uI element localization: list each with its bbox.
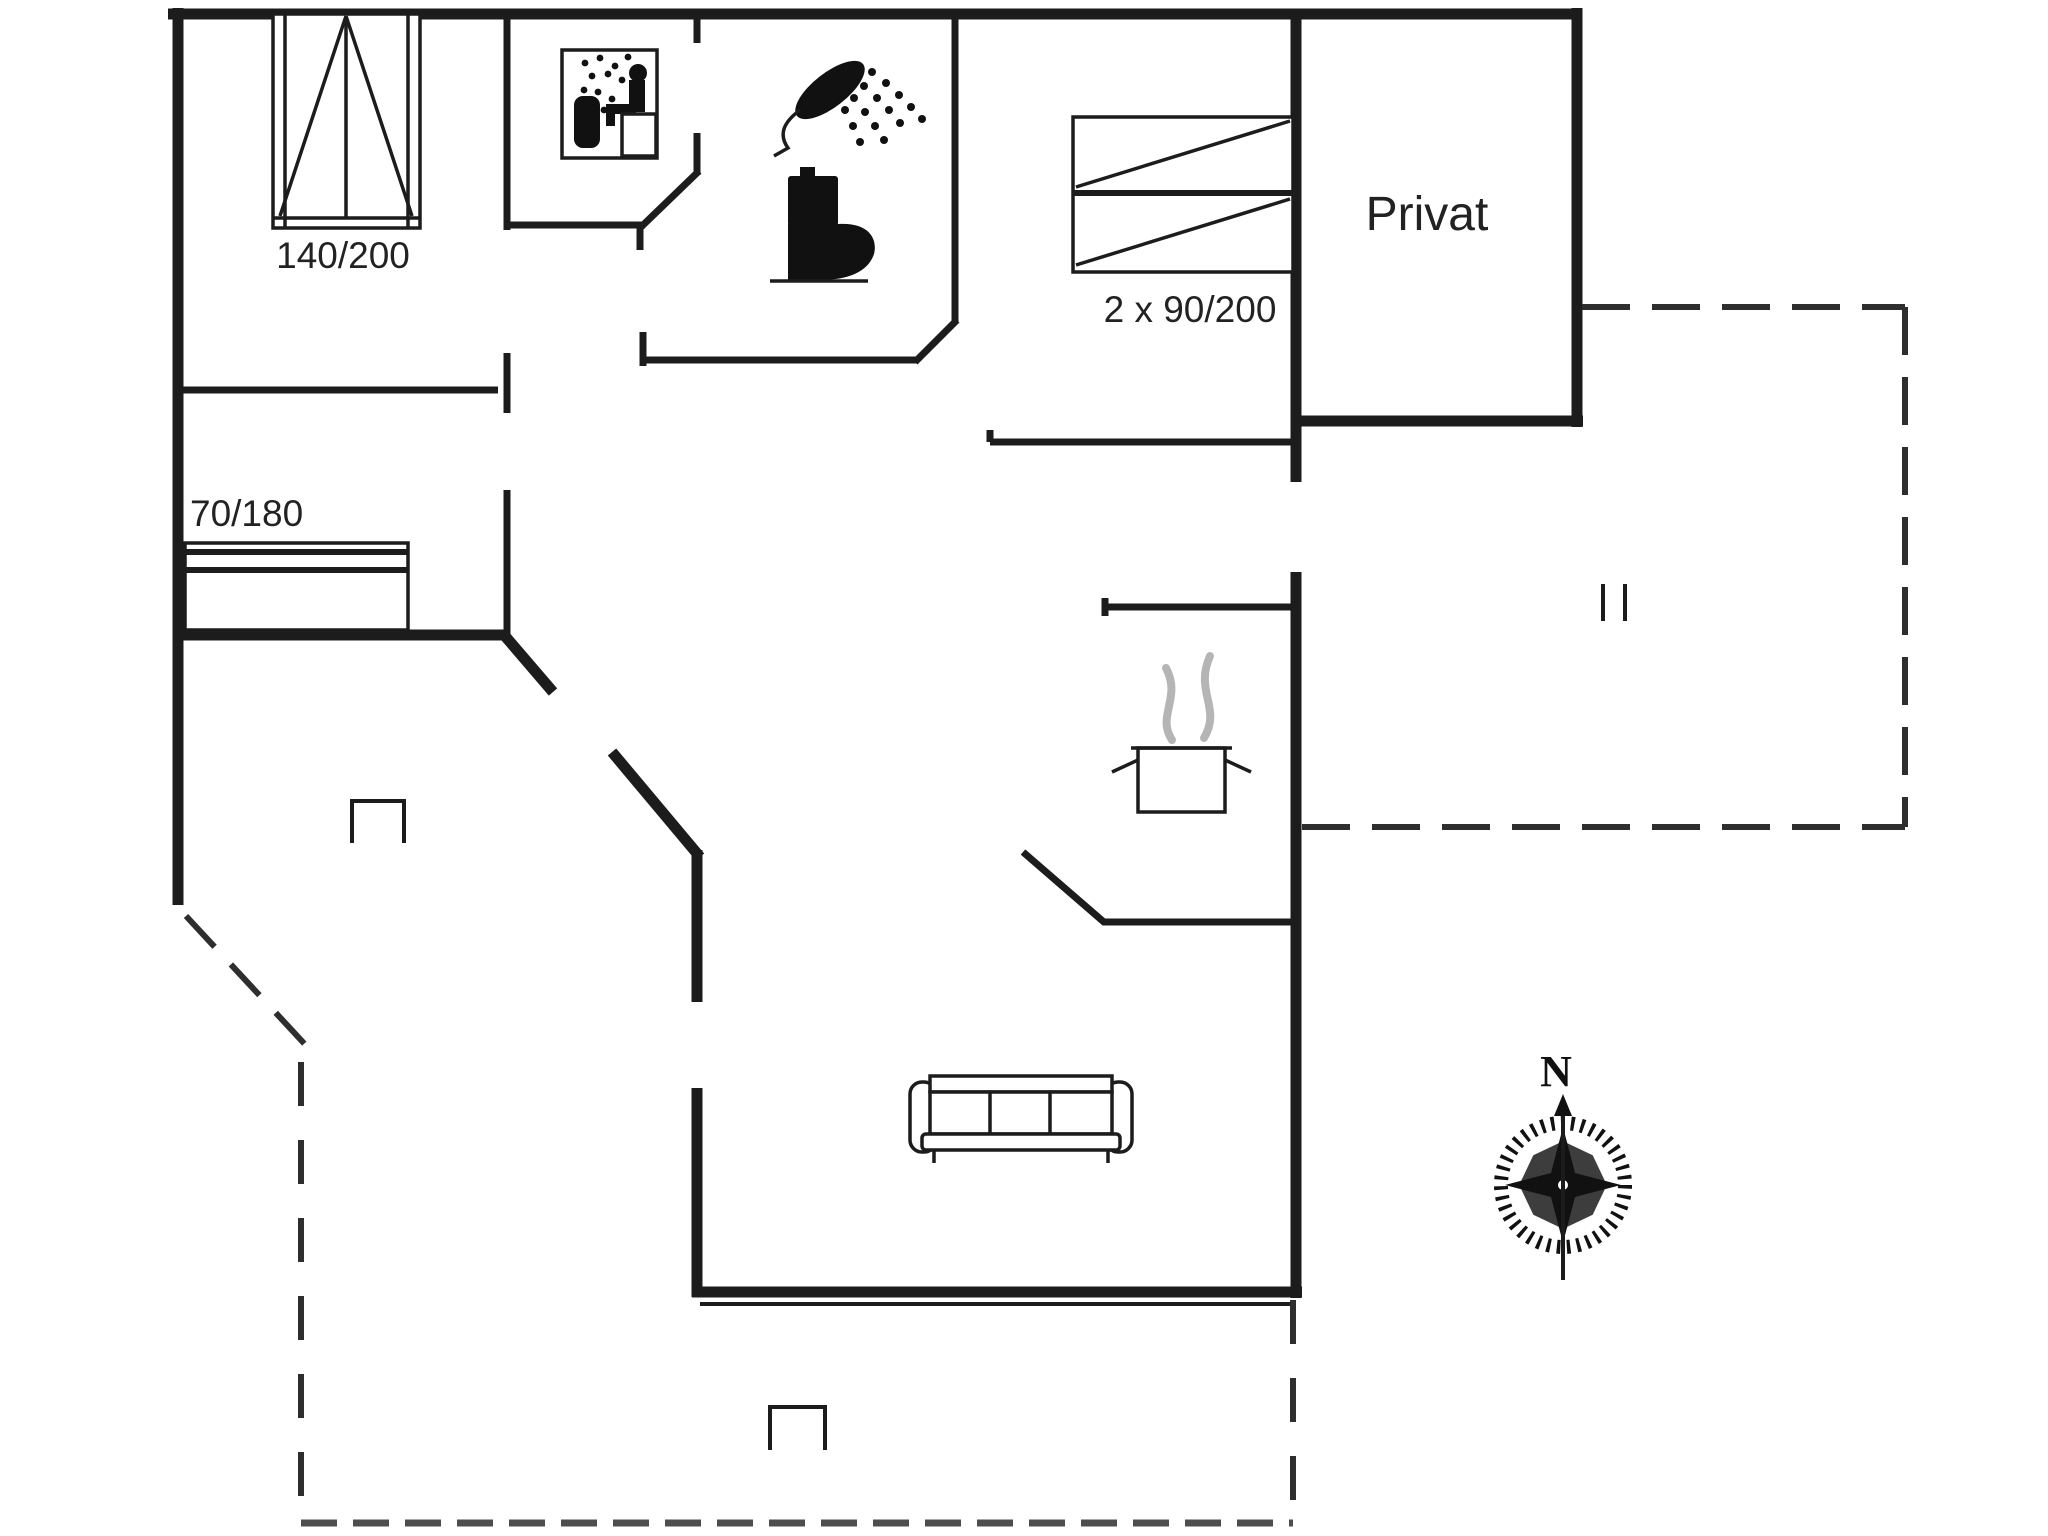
compass-arrowhead bbox=[1554, 1094, 1572, 1116]
sauna-steam-dots bbox=[580, 53, 632, 114]
terrace-boundaries bbox=[183, 304, 1908, 1527]
double-bed-icon bbox=[271, 12, 422, 230]
sauna-icon bbox=[560, 48, 659, 160]
private-room-label: Privat bbox=[1366, 188, 1489, 241]
wall-entry-diagonal-upper bbox=[500, 632, 558, 696]
wall-bath-chamfer bbox=[912, 317, 960, 365]
bunk-bed-label: 2 x 90/200 bbox=[1104, 289, 1277, 330]
interior-walls bbox=[183, 14, 1627, 1306]
double-bed-label: 140/200 bbox=[276, 235, 410, 276]
kitchen-counter-top bbox=[1101, 598, 1296, 616]
floor-markers bbox=[350, 799, 827, 1450]
compass-rose-icon: N bbox=[1494, 1047, 1632, 1280]
dimension-labels: 140/200 70/180 2 x 90/200 Privat bbox=[190, 188, 1488, 534]
outer-walls bbox=[168, 8, 1583, 1298]
steam-lines bbox=[1162, 652, 1215, 744]
wall-bunkroom-bottom bbox=[986, 430, 1296, 446]
single-bed-label: 70/180 bbox=[190, 493, 303, 534]
single-bed-icon bbox=[183, 541, 410, 632]
compass-north-label: N bbox=[1540, 1047, 1572, 1096]
wall-sauna-chamfer bbox=[638, 168, 702, 230]
sofa-icon bbox=[908, 1074, 1134, 1163]
wall-entry-diagonal-lower bbox=[607, 748, 705, 861]
marker-symbol-terrace bbox=[768, 1405, 827, 1450]
cooking-pot-icon bbox=[1111, 652, 1252, 814]
bunk-bed-icon bbox=[1071, 115, 1295, 274]
terrace-left-diagonal bbox=[183, 913, 316, 1056]
kitchen-diagonal bbox=[1020, 849, 1108, 926]
toilet-icon bbox=[770, 167, 875, 283]
marker-symbol-living bbox=[350, 799, 406, 843]
shower-spray-dots bbox=[841, 68, 926, 146]
shower-icon bbox=[773, 60, 926, 158]
